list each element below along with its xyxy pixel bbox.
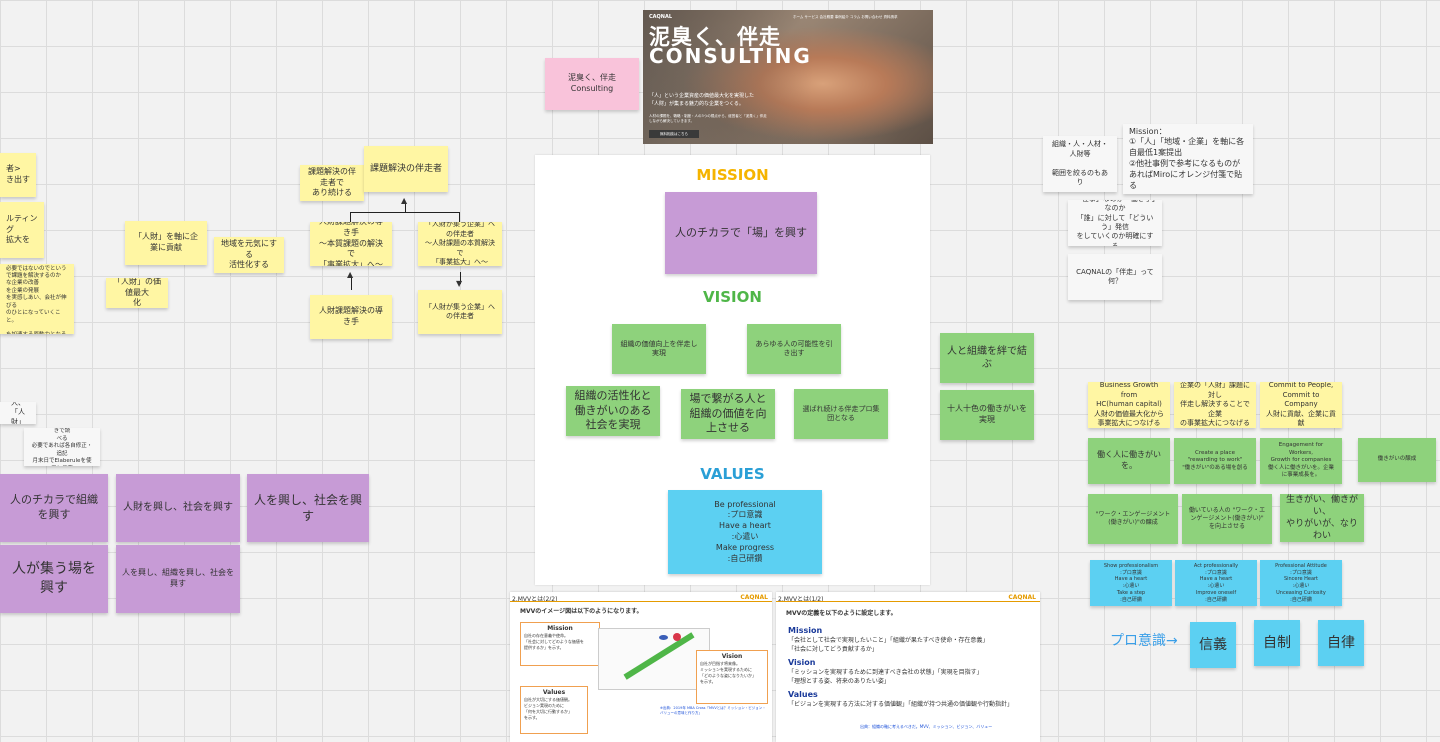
sticky-note[interactable]: "ワーク・エンゲージメント(働きがい)"の醸成 <box>1088 494 1178 544</box>
slide-mvv-definition[interactable]: 2.MVVとは(1/2) CAQNAL MVVの定義を以下のように設定します。 … <box>776 592 1040 742</box>
vision-note[interactable]: 組織の価値向上を伴走し実現 <box>612 324 706 374</box>
sticky-note[interactable]: 組織・人・人材・人財等 範囲を絞るのもあり <box>1043 136 1117 192</box>
hero-body: 人材の課題を、戦略・制度・人の3つの視点から、経営者と「泥臭く」伴走しながら解決… <box>649 114 767 123</box>
pro-label: プロ意識→ <box>1110 633 1178 649</box>
mission-callout: Mission 自社の存在意義や使命。 「社会に対してどのような価値を 提供する… <box>520 622 600 666</box>
hero-image[interactable]: CAQNAL ホーム サービス 会社概要 事例紹介 コラム お問い合わせ 資料請… <box>643 10 933 144</box>
sticky-note[interactable]: 生きがい、働きがい、 やりがいが、なりわい <box>1280 494 1364 542</box>
vision-heading: VISION <box>703 288 762 306</box>
sticky-note[interactable]: 人財を興し、社会を興す <box>116 474 240 542</box>
hero-nav: ホーム サービス 会社概要 事例紹介 コラム お問い合わせ 資料請求 <box>793 15 898 19</box>
slide-header: 2.MVVとは(1/2) <box>778 596 824 603</box>
sticky-note[interactable]: 人が集う場を興す <box>0 545 108 613</box>
sticky-note[interactable]: 働く人に働きがいを。 <box>1088 438 1170 484</box>
slide-subtitle: MVVの定義を以下のように設定します。 <box>786 610 897 617</box>
slide-rule <box>510 601 772 602</box>
slide-source-link[interactable]: ※出典：2019年 MBA Cross「MVVとは？ミッション・ビジョン・バリュ… <box>660 706 766 715</box>
stairs-shape <box>623 632 695 680</box>
sticky-note[interactable]: Create a place "rewarding to work" "働きがい… <box>1174 438 1256 484</box>
sticky-note[interactable]: 信義 <box>1190 622 1236 668</box>
sticky-note[interactable]: 十人十色の働きがいを実現 <box>940 390 1034 440</box>
sticky-note[interactable]: 働いている人の "ワーク・エンゲージメント(働きがい)" を向上させる <box>1182 494 1272 544</box>
sticky-note[interactable]: の議メモ> 必要ではないのでという で課題を解決するのか な企業の改善 を企業の… <box>0 264 74 334</box>
values-definition: 「ビジョンを実現する方法に対する価値観」「組織が持つ共通の価値観や行動指針」 <box>788 701 1014 708</box>
connector-line <box>459 212 460 222</box>
eye-icon <box>659 635 668 640</box>
mission-note[interactable]: 人のチカラで「場」を興す <box>665 192 817 274</box>
sticky-note[interactable]: CAQNALの「伴走」って何？ <box>1068 254 1162 300</box>
sticky-note[interactable]: 「人財」の価値最大 化 <box>106 278 168 308</box>
slide-rule <box>776 601 1040 602</box>
hero-cta-button[interactable]: 無料相談はこちら <box>649 130 699 138</box>
sticky-note[interactable]: 泥臭く、伴走 Consulting <box>545 58 639 110</box>
values-note[interactable]: Be professional :プロ意識 Have a heart :心遣い … <box>668 490 822 574</box>
sticky-note[interactable]: Missionスラジで業務書きで読 べる 必要であれば各自修正・追記 月末日でE… <box>24 428 100 466</box>
sticky-note[interactable]: 自制 <box>1254 620 1300 666</box>
mission-title: Mission <box>788 626 823 635</box>
sticky-note[interactable]: 人を興し、組織を興し、社会を興す <box>116 545 240 613</box>
vision-note[interactable]: 場で繋がる人と組織の価値を向上させる <box>681 389 775 439</box>
sticky-note[interactable]: 「仕事」なのか「働き手」なのか 「誰」に対して「どういう」発信 をしていくのか明… <box>1068 200 1162 246</box>
sticky-note[interactable]: Act professionally :プロ意識 Have a heart :心… <box>1175 560 1257 606</box>
sticky-note[interactable]: Mission： ①「人」「地域・企業」を軸に各自最低1案提出 ②他社事例で参考… <box>1123 124 1253 194</box>
sticky-note[interactable]: 人財課題解決の導き手 ～本質課題の解決で 「事業拡大」へ～ <box>310 222 392 266</box>
slide-mvv-image[interactable]: 2.MVVとは(2/2) CAQNAL MVVのイメージ図は以下のようになります… <box>510 592 772 742</box>
goal-pin-icon <box>673 633 681 641</box>
mvv-figure <box>598 628 710 690</box>
vision-note[interactable]: 選ばれ続ける伴走プロ集団となる <box>794 389 888 439</box>
sticky-note[interactable]: 課題解決の伴走者 <box>364 146 448 192</box>
slide-subtitle: MVVのイメージ図は以下のようになります。 <box>520 608 643 615</box>
mission-definition: 「会社として社会で実現したいこと」「組織が果たすべき使命・存在意義」 「社会に対… <box>788 637 989 653</box>
sticky-note[interactable]: ルティング 拡大を <box>0 202 44 258</box>
mission-heading: MISSION <box>696 166 769 184</box>
vision-note[interactable]: あらゆる人の可能性を引き出す <box>747 324 841 374</box>
sticky-note[interactable]: 地域を元気にする 活性化する <box>214 237 284 273</box>
sticky-note[interactable]: Professional Attitude :プロ意識 Sincere Hear… <box>1260 560 1342 606</box>
sticky-note[interactable]: Engagement for Workers, Growth for compa… <box>1260 438 1342 484</box>
sticky-note[interactable]: 自律 <box>1318 620 1364 666</box>
vision-callout: Vision 自社が目指す将来像。 ミッションを実現するために 「どのような姿に… <box>696 650 768 704</box>
connector-line <box>405 202 406 212</box>
hero-title-en: CONSULTING <box>649 44 812 68</box>
connector-line <box>351 276 352 290</box>
sticky-note[interactable]: 者> き出す <box>0 153 36 197</box>
values-callout: Values 自社が大切にする価値観。 ビジョン実現のために 「何を大切に行動す… <box>520 686 588 734</box>
connector-line <box>350 212 460 213</box>
sticky-note[interactable]: 働きがいの醸成 <box>1358 438 1436 482</box>
brand-logo: CAQNAL <box>649 14 673 20</box>
sticky-note[interactable]: 人のチカラで組織を興す <box>0 474 108 542</box>
slide-source-link[interactable]: 出典：組織の軸に考えるべきだ。MVV、ミッション、ビジョン、バリュー <box>860 724 993 729</box>
connector-line <box>350 212 351 222</box>
sticky-note[interactable]: 「人財が集う企業」への伴走者 <box>418 290 502 334</box>
vision-title: Vision <box>788 658 816 667</box>
sticky-note[interactable]: Show professionalism :プロ意識 Have a heart … <box>1090 560 1172 606</box>
hero-subtitle: 「人」という企業資産の価値最大化を実現した <box>649 93 755 99</box>
hero-overlay <box>643 10 813 144</box>
hero-subtitle: 「人財」が集まる魅力的な企業をつくる。 <box>649 101 744 107</box>
vision-definition: 「ミッションを実現するために到達すべき会社の状態」「実現を目指す」 「理想とする… <box>788 669 983 685</box>
sticky-note[interactable]: 人を興し、社会を興す <box>247 474 369 542</box>
sticky-note[interactable]: 人、「人財」 <box>0 402 36 424</box>
arrow-up-icon: ▲ <box>347 270 354 279</box>
sticky-note[interactable]: 企業の「人財」課題に対し 伴走し解決することで企業 の事業拡大につなげる <box>1174 382 1256 428</box>
values-title: Values <box>788 690 818 699</box>
values-heading: VALUES <box>700 465 765 483</box>
vision-note[interactable]: 組織の活性化と働きがいのある社会を実現 <box>566 386 660 436</box>
hero-title: 泥臭く、伴走 <box>649 25 781 49</box>
sticky-note[interactable]: 人と組織を絆で結ぶ <box>940 333 1034 383</box>
arrow-up-icon: ▲ <box>401 196 408 205</box>
arrow-down-icon: ▼ <box>456 279 463 288</box>
sticky-note[interactable]: 「人財が集う企業」への伴走者 ～人財課題の本質解決で 「事業拡大」へ～ <box>418 222 502 266</box>
sticky-note[interactable]: Business Growth from HC(human capital) 人… <box>1088 382 1170 428</box>
sticky-note[interactable]: Commit to People, Commit to Company 人財に貢… <box>1260 382 1342 428</box>
connector-line <box>460 272 461 284</box>
sticky-note[interactable]: 人財課題解決の導き手 <box>310 295 392 339</box>
sticky-note[interactable]: 課題解決の伴走者で あり続ける <box>300 165 364 201</box>
slide-header: 2.MVVとは(2/2) <box>512 596 558 603</box>
slide-logo: CAQNAL <box>1008 594 1036 601</box>
slide-logo: CAQNAL <box>740 594 768 601</box>
sticky-note[interactable]: 「人財」を軸に企業に貢献 <box>125 221 207 265</box>
